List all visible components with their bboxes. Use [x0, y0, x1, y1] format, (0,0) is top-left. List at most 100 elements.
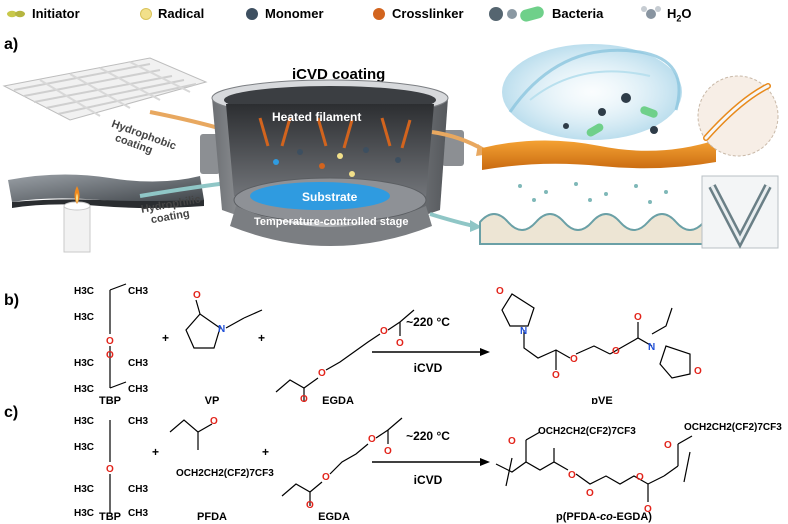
- hydrophobic-coating-surface: [482, 140, 716, 170]
- tbp-caption-c: TBP: [99, 511, 121, 523]
- atom-label: H3C: [74, 312, 94, 323]
- hydrophilic-coating-surface: [479, 213, 705, 245]
- atom-label: O: [322, 472, 330, 483]
- radical-icon: [140, 8, 152, 20]
- atom-label: N: [648, 342, 655, 353]
- atom-label: O: [694, 366, 702, 377]
- egda-structure-b: [275, 309, 415, 402]
- atom-label: O: [634, 312, 642, 323]
- atom-label: O: [664, 440, 672, 451]
- atom-label: H3C: [74, 358, 94, 369]
- bacteria-icon: [489, 6, 544, 22]
- atom-label: O: [396, 338, 404, 349]
- panel-c-label: c): [4, 404, 19, 421]
- tbp-caption-b: TBP: [99, 395, 121, 404]
- initiator-icon: [7, 10, 25, 18]
- atom-label: O: [384, 446, 392, 457]
- candle-icon: [63, 186, 91, 253]
- zoom-inset-groove: [701, 175, 779, 249]
- pve-structure: [501, 293, 691, 379]
- atom-label: O: [380, 326, 388, 337]
- pfda-caption: PFDA: [197, 511, 227, 523]
- atom-label: O: [193, 290, 201, 301]
- atom-label: O: [306, 500, 314, 511]
- vp-structure: [185, 299, 263, 349]
- atom-label: O: [106, 464, 114, 475]
- monomer-icon: [246, 8, 258, 20]
- vp-caption: VP: [205, 395, 220, 404]
- stage-label: Temperature-controlled stage: [254, 216, 409, 228]
- fabric-mesh: [2, 57, 208, 121]
- panel-a-title: iCVD coating: [292, 66, 386, 83]
- crosslinker-icon: [373, 8, 385, 20]
- zoom-inset-fiber: [697, 75, 779, 157]
- legend-icons: [7, 6, 661, 22]
- atom-label: CH3: [128, 508, 148, 519]
- atom-label: O: [636, 472, 644, 483]
- plus-c-1: +: [152, 445, 159, 459]
- reaction-c-scheme: H3C CH3 H3C O H3C CH3 H3C CH3 + O OCH2CH…: [74, 416, 782, 523]
- water-splash: [502, 44, 682, 140]
- atom-label: O: [568, 470, 576, 481]
- output-arrow-bottom: [429, 212, 475, 228]
- tbp-structure-b: [109, 283, 127, 389]
- atom-label: O: [300, 394, 308, 404]
- condition-method-c: iCVD: [414, 473, 443, 487]
- atom-label: O: [612, 346, 620, 357]
- plus-b-1: +: [162, 331, 169, 345]
- icvd-chamber: [200, 79, 464, 246]
- heated-filament-label: Heated filament: [272, 110, 362, 124]
- product-side-chain-1: OCH2CH2(CF2)7CF3: [538, 426, 636, 437]
- atom-label: O: [496, 286, 504, 297]
- condition-method-b: iCVD: [414, 361, 443, 375]
- atom-label: CH3: [128, 286, 148, 297]
- legend-crosslinker-label: Crosslinker: [392, 6, 464, 21]
- panel-a-label: a): [4, 36, 19, 53]
- condition-temp-b: ~220 °C: [406, 315, 450, 329]
- reaction-b-scheme: H3C CH3 H3C O O H3C CH3 H3C CH3 + O N + …: [74, 283, 702, 404]
- atom-label: O: [210, 416, 218, 427]
- pve-caption: pVE: [591, 395, 612, 404]
- atom-label: O: [106, 336, 114, 347]
- atom-label: O: [586, 488, 594, 499]
- product-side-chain-2: OCH2CH2(CF2)7CF3: [684, 422, 782, 433]
- droplets: [518, 182, 668, 204]
- panel-b-label: b): [4, 292, 20, 309]
- egda-structure-c: [281, 417, 403, 506]
- atom-label: CH3: [128, 416, 148, 427]
- pfda-side-chain: OCH2CH2(CF2)7CF3: [176, 468, 274, 479]
- egda-caption-c: EGDA: [318, 511, 350, 523]
- atom-label: CH3: [128, 484, 148, 495]
- water-molecule-icon: [641, 6, 661, 19]
- egda-caption-b: EGDA: [322, 395, 354, 404]
- atom-label: O: [552, 370, 560, 381]
- atom-label: H3C: [74, 286, 94, 297]
- atom-label: CH3: [128, 358, 148, 369]
- panel-a-illustration: [2, 44, 779, 253]
- atom-label: N: [218, 324, 225, 335]
- atom-label: O: [318, 368, 326, 379]
- substrate-label: Substrate: [302, 190, 358, 204]
- atom-label: H3C: [74, 508, 94, 519]
- atom-label: H3C: [74, 442, 94, 453]
- atom-label: O: [106, 350, 114, 361]
- legend-monomer-label: Monomer: [265, 6, 324, 21]
- plus-b-2: +: [258, 331, 265, 345]
- atom-label: O: [368, 434, 376, 445]
- atom-label: CH3: [128, 384, 148, 395]
- legend-radical-label: Radical: [158, 6, 205, 21]
- condition-temp-c: ~220 °C: [406, 429, 450, 443]
- atom-label: N: [520, 326, 527, 337]
- pfda-structure: [169, 419, 213, 450]
- atom-label: O: [508, 436, 516, 447]
- atom-label: H3C: [74, 384, 94, 395]
- legend-bacteria-label: Bacteria: [552, 6, 604, 21]
- copolymer-caption: p(PFDA-co-EGDA): [556, 511, 652, 523]
- legend-h2o-label: H2O: [667, 6, 692, 24]
- copolymer-structure: [495, 431, 693, 502]
- legend-initiator-label: Initiator: [32, 6, 80, 21]
- atom-label: O: [644, 504, 652, 515]
- atom-label: H3C: [74, 484, 94, 495]
- atom-label: H3C: [74, 416, 94, 427]
- atom-label: O: [570, 354, 578, 365]
